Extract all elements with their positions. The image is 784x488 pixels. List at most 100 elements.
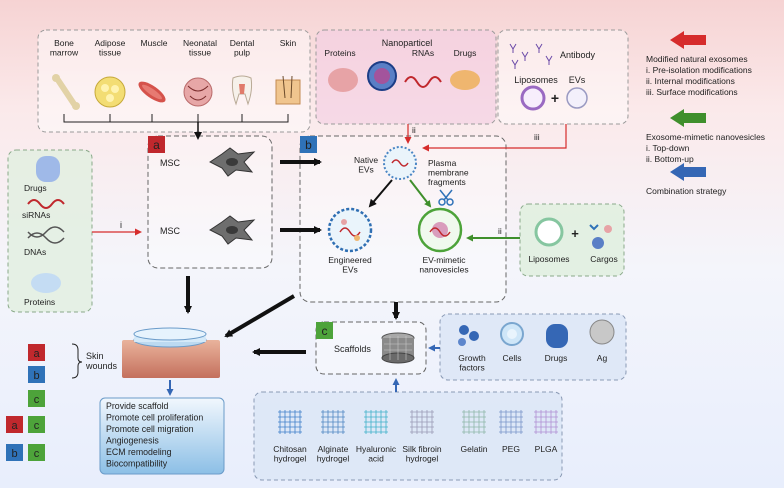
nanoparticle-icon <box>367 61 397 91</box>
additive-label: Drugs <box>545 353 568 363</box>
wound-badge-label: a <box>33 348 40 360</box>
msc-label-top: MSC <box>160 158 181 168</box>
wound-badge-c: c <box>28 416 45 433</box>
wound-badge-label: c <box>34 448 40 460</box>
black-arrows <box>184 158 400 356</box>
cargo-label: Drugs <box>454 48 477 58</box>
badge-a: a <box>148 136 165 153</box>
material-texture-mesh <box>364 410 388 434</box>
material-texture-icon <box>278 410 302 434</box>
evs-label: EVs <box>569 75 586 85</box>
antibody-label: Antibody <box>560 50 596 60</box>
small-plus-sign: + <box>571 226 579 241</box>
plus-sign: + <box>551 90 559 106</box>
scaffold-icon <box>381 332 415 364</box>
skin-icon <box>275 75 301 105</box>
antibody-cluster-icon <box>509 43 553 69</box>
benefits-panel <box>99 397 225 475</box>
msc-cell-icon <box>209 215 256 245</box>
cells-icon <box>500 322 524 346</box>
arrow-label-i: i <box>120 220 122 230</box>
wound-badge-b: b <box>28 366 45 383</box>
badge-b-label: b <box>305 138 312 152</box>
arrow-label-iii: iii <box>534 132 540 142</box>
red-arrows <box>92 124 567 236</box>
wound-badge-a: a <box>28 344 45 361</box>
badge-a-label: a <box>153 138 160 152</box>
material-texture-icon <box>534 410 558 434</box>
badge-c: c <box>316 322 333 339</box>
left-drugs-icon <box>36 156 60 182</box>
arrow-evs-to-wounds <box>224 294 296 338</box>
ev-icon <box>566 87 588 109</box>
small-liposome-icon <box>534 217 564 247</box>
legend-text: ii. Bottom-up <box>646 154 694 164</box>
legend-item: Combination strategy <box>646 163 727 196</box>
material-texture-mesh <box>462 410 486 434</box>
left-cargo-label: Proteins <box>24 297 55 307</box>
materials-panel <box>253 391 563 481</box>
legend-arrow-icon <box>670 109 706 127</box>
benefit-label: Biocompatibility <box>106 459 168 469</box>
legend-text: ii. Internal modifications <box>646 76 735 86</box>
tooth-icon <box>231 75 253 106</box>
box-a <box>147 135 273 269</box>
material-texture-icon <box>321 410 345 434</box>
wound-badge-label: c <box>34 394 40 406</box>
left-sirnas-icon <box>27 199 65 209</box>
left-dnas-icon <box>27 226 65 244</box>
sources-bracket <box>63 114 289 123</box>
wound-badge-label: b <box>11 448 17 460</box>
wound-badge-label: c <box>34 420 40 432</box>
bone-icon <box>52 74 80 110</box>
arrow-label-ii-top: ii <box>412 125 416 135</box>
cargos-icon <box>589 224 612 249</box>
msc-label-bottom: MSC <box>160 226 181 236</box>
wound-badge-c: c <box>28 390 45 407</box>
neonatal-tissue-icon <box>183 77 213 107</box>
muscle-icon <box>138 81 166 103</box>
arrow-label-ii-right: ii <box>498 226 502 236</box>
benefit-label: ECM remodeling <box>106 447 172 457</box>
legend-text: i. Pre-isolation modifications <box>646 65 752 75</box>
arrow-native-to-mimetic <box>409 179 432 208</box>
sources-panel <box>37 29 311 133</box>
material-texture-icon <box>364 410 388 434</box>
small-liposomes-label: Liposomes <box>528 254 569 264</box>
box-b <box>299 135 507 303</box>
wound-badge-box <box>28 416 45 433</box>
legend-text: i. Top-down <box>646 143 690 153</box>
blue-arrows <box>166 344 440 396</box>
left-cargo-label: DNAs <box>24 247 46 257</box>
nanoparticle-panel <box>315 29 497 125</box>
wound-badge-box <box>6 416 23 433</box>
left-cargo-label: Drugs <box>24 183 47 193</box>
scaffolds-label: Scaffolds <box>334 344 371 354</box>
left-cargo-panel <box>7 149 93 313</box>
material-texture-icon <box>499 410 523 434</box>
source-label: Muscle <box>141 38 168 48</box>
proteins-icon <box>328 68 358 92</box>
material-texture-icon <box>462 410 486 434</box>
adipose-icon <box>94 76 126 108</box>
wound-badge-label: a <box>11 420 18 432</box>
cargo-label: RNAs <box>412 48 434 58</box>
cargo-label: Proteins <box>324 48 355 58</box>
wound-badge-label: b <box>33 370 39 382</box>
legend-arrow-icon <box>670 31 706 49</box>
skin-wound-icon <box>122 327 220 378</box>
cargos-label: Cargos <box>590 254 617 264</box>
